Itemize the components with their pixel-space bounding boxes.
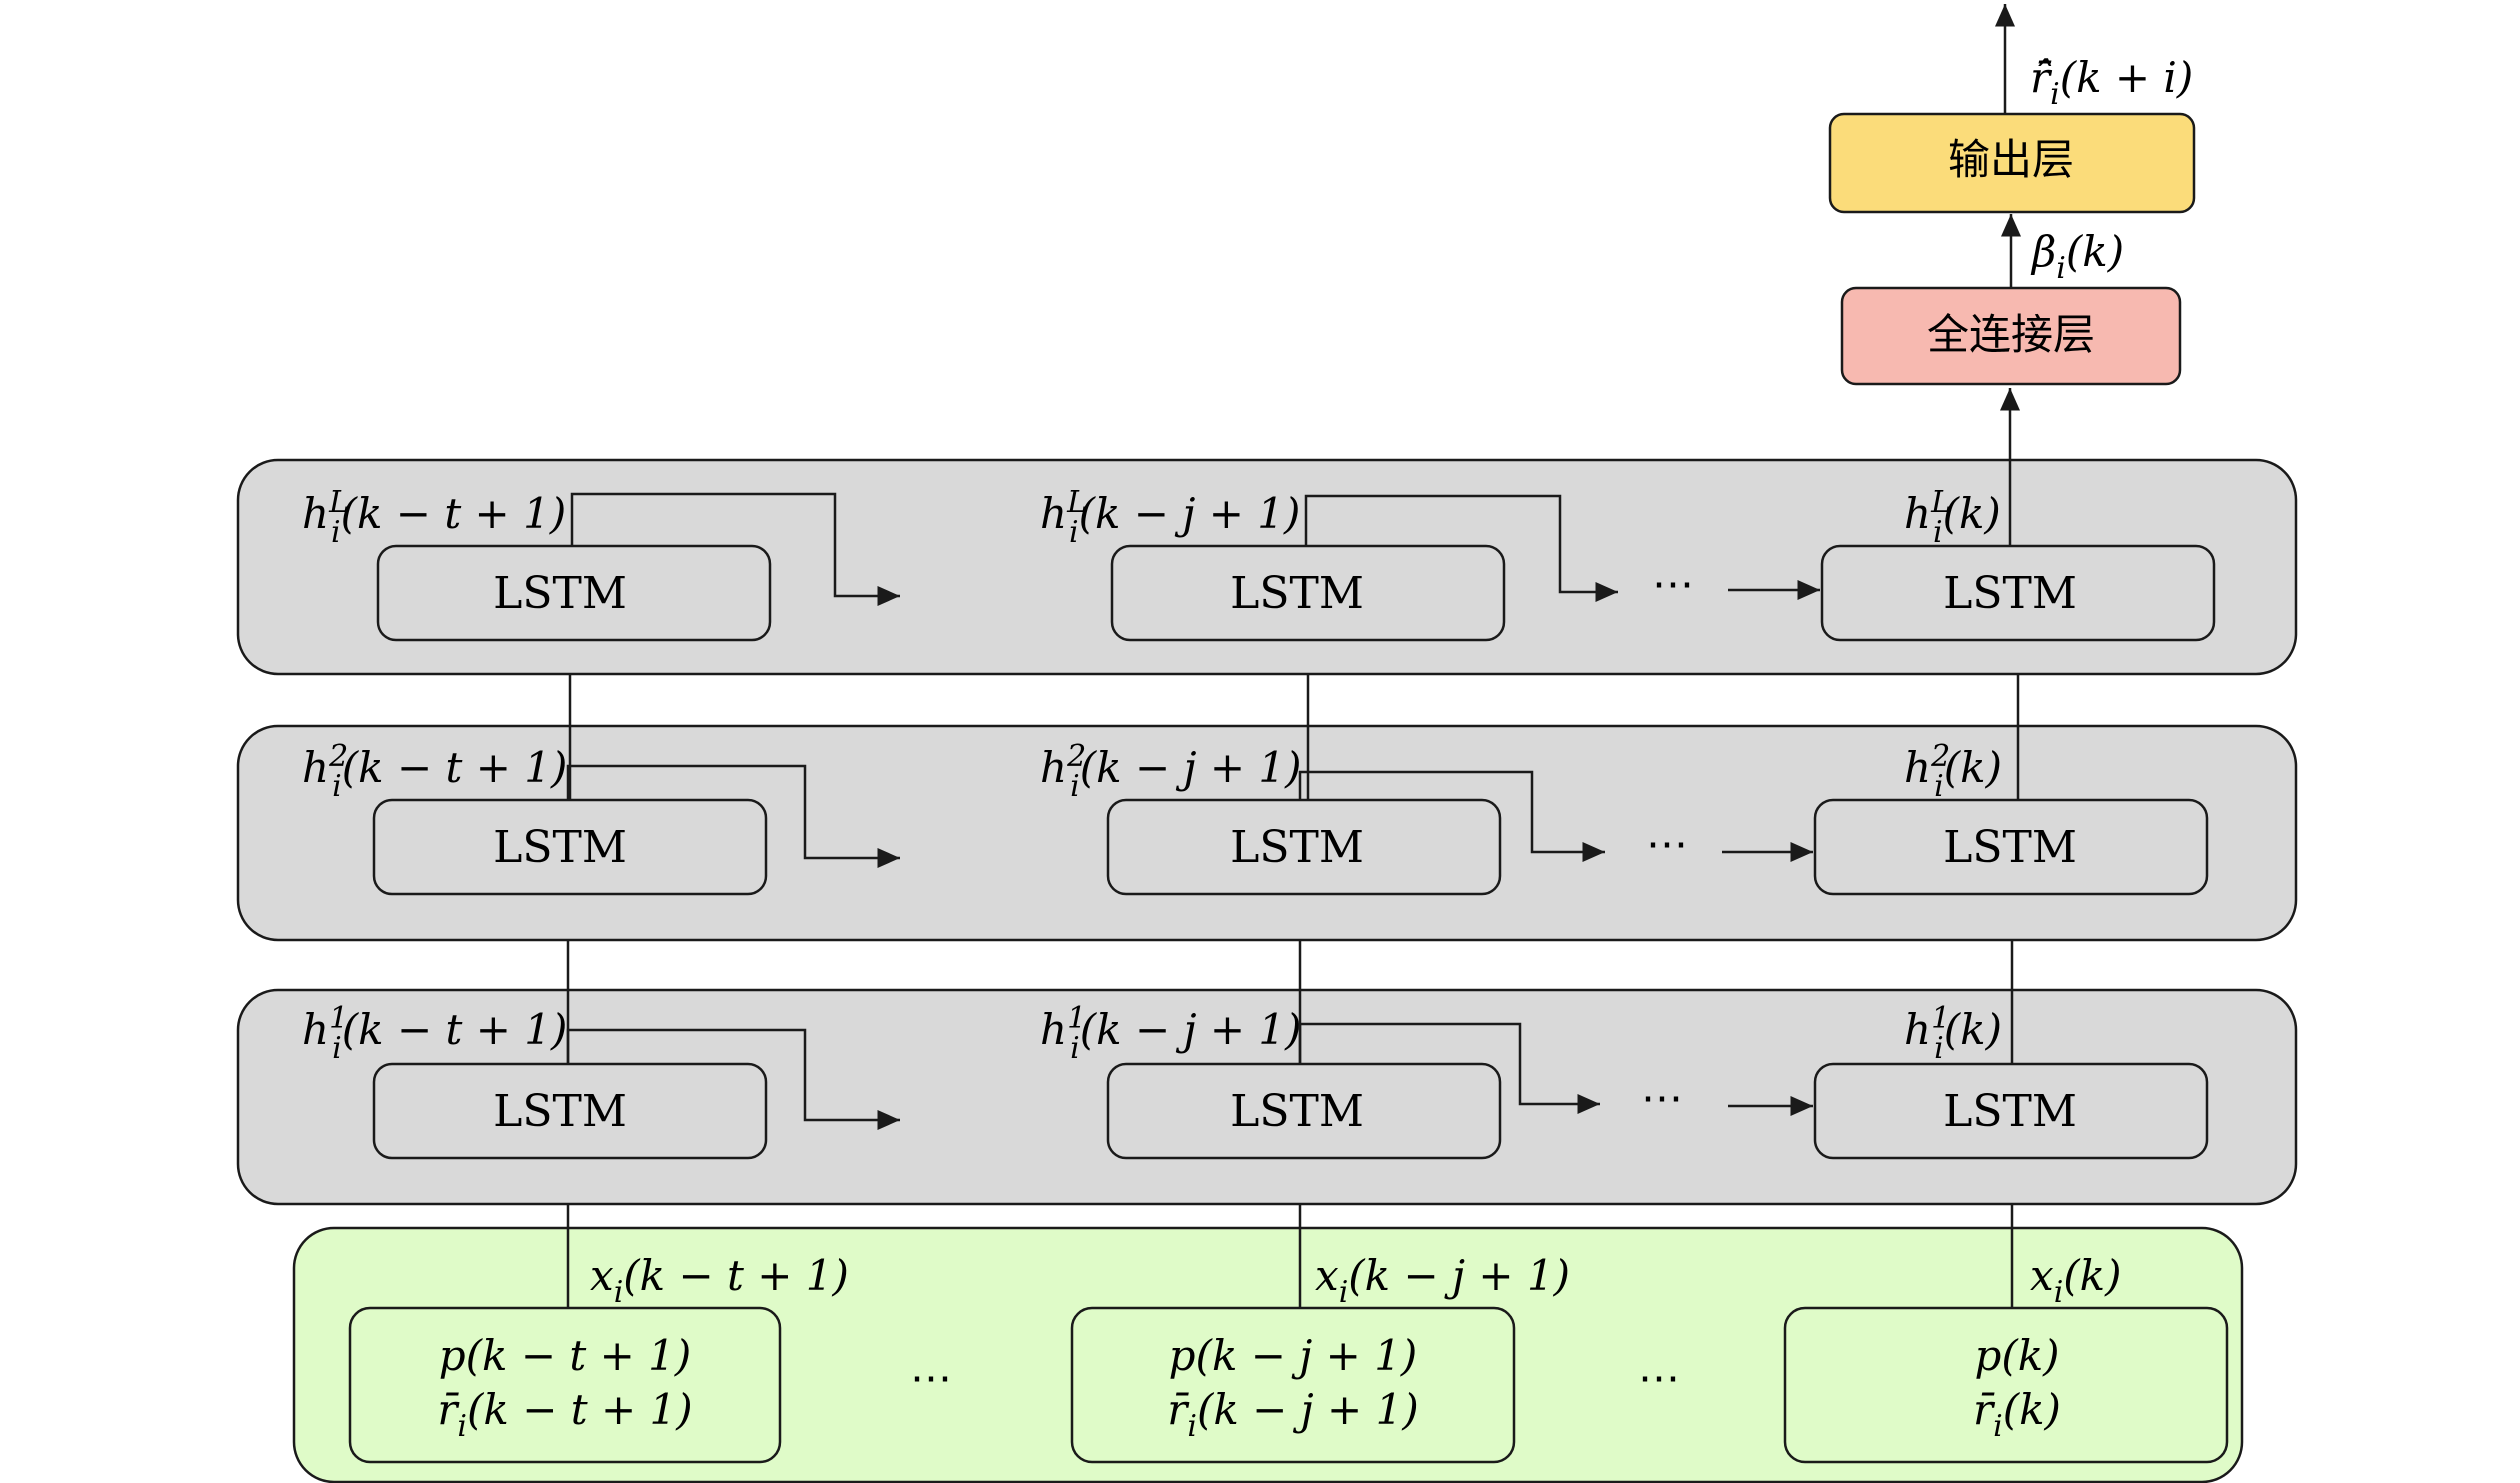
ellipsis: ⋯ [1641,1073,1685,1122]
recurrent-arrow [1298,770,1605,862]
svg-text:LSTM: LSTM [493,822,627,873]
output-layer: 输出层 [1828,112,2196,214]
input-r-arg: (k − t + 1) [467,1385,693,1434]
svg-text:LSTM: LSTM [1943,822,2077,873]
fc-layer-label: 全连接层 [1927,310,2095,359]
input-r-symbol: r̄ [437,1385,460,1434]
lstm-cell: LSTM [372,798,768,896]
svg-text:r̄i(k): r̄i(k) [1973,1385,2061,1444]
svg-text:r̄i(k − t + 1): r̄i(k − t + 1) [437,1385,692,1444]
fully-connected-layer: 全连接层 [1840,286,2182,386]
svg-text:LSTM: LSTM [1943,1086,2077,1137]
lstm-cell: LSTM [376,544,772,642]
input-r-subscript: i [457,1409,467,1444]
ellipsis: ⋯ [1652,559,1696,608]
input-r-subscript: i [1187,1409,1197,1444]
svg-text:LSTM: LSTM [1230,568,1364,619]
input-r-symbol: r̄ [1167,1385,1190,1434]
lstm-cell: LSTM [1110,544,1506,642]
input-box-1: p(k − t + 1) r̄i(k − t + 1) [348,1306,782,1464]
output-label: r̂̄i(k + i) [2030,53,2193,112]
lstm-cell: LSTM [1106,798,1502,896]
svg-text:LSTM: LSTM [493,1086,627,1137]
recurrent-arrow [570,492,900,606]
input-r-arg: (k − j + 1) [1197,1385,1419,1434]
input-r-arg: (k) [2003,1385,2061,1434]
ellipsis: ⋯ [1638,1353,1682,1402]
input-box-3: p(k) r̄i(k) [1783,1306,2229,1464]
output-layer-label: 输出层 [1948,135,2074,184]
input-box-2: p(k − j + 1) r̄i(k − j + 1) [1070,1306,1516,1464]
lstm-cell: LSTM [1106,1062,1502,1160]
x-label: xi(k − j + 1) [1315,1251,1570,1310]
lstm-cell: LSTM [372,1062,768,1160]
input-r-symbol: r̄ [1973,1385,1996,1434]
svg-text:LSTM: LSTM [1943,568,2077,619]
x-label: xi(k) [2030,1251,2122,1310]
beta-label: βi(k) [2030,227,2124,286]
ellipsis: ⋯ [1646,819,1690,868]
input-p-label: p(k − j + 1) [1169,1331,1418,1380]
lstm-cell: LSTM [1813,798,2209,896]
svg-text:r̄i(k − j + 1): r̄i(k − j + 1) [1167,1385,1418,1444]
input-p-label: p(k) [1974,1331,2059,1380]
input-r-subscript: i [1993,1409,2003,1444]
recurrent-arrow [566,764,900,868]
ellipsis: ⋯ [910,1353,954,1402]
svg-text:LSTM: LSTM [493,568,627,619]
recurrent-arrow [1304,494,1618,602]
lstm-cell: LSTM [1820,544,2216,642]
x-label: xi(k − t + 1) [590,1251,849,1310]
input-p-label: p(k − t + 1) [439,1331,692,1380]
svg-text:LSTM: LSTM [1230,822,1364,873]
lstm-cell: LSTM [1813,1062,2209,1160]
svg-text:LSTM: LSTM [1230,1086,1364,1137]
